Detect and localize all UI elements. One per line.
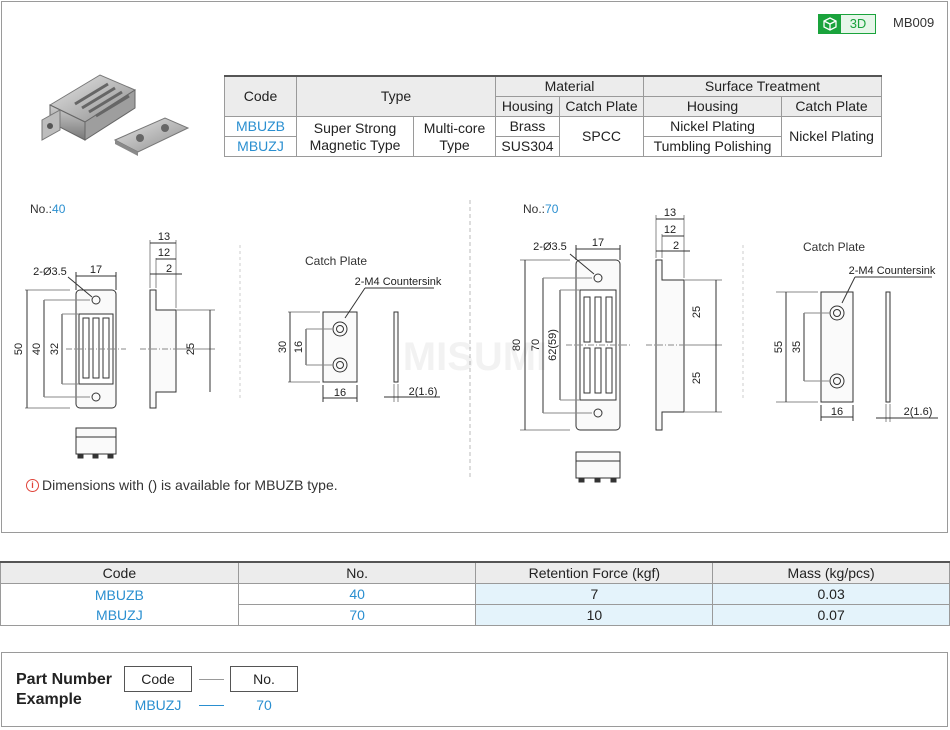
separator xyxy=(199,679,224,680)
dim-text: 35 xyxy=(791,341,803,353)
no70-value: 70 xyxy=(545,202,559,216)
dim-text: 55 xyxy=(773,341,785,353)
code-cell: MBUZB MBUZJ xyxy=(0,583,239,626)
force-cell: 10 xyxy=(475,604,714,626)
example-code-value: MBUZJ xyxy=(134,697,182,713)
product-panel xyxy=(1,1,948,533)
housing-material-brass: Brass xyxy=(495,116,560,137)
code-mbuzb[interactable]: MBUZB xyxy=(224,116,297,137)
hdr-code: Code xyxy=(224,75,297,117)
dim-text: 70 xyxy=(530,339,542,351)
hdr-housing: Housing xyxy=(495,96,560,117)
hdr-type: Type xyxy=(296,75,496,117)
hdr-surface: Surface Treatment xyxy=(643,75,882,97)
no70-label: No.:70 xyxy=(523,202,558,216)
no-prefix: No.: xyxy=(30,202,53,216)
dim-text: 2 xyxy=(166,263,172,275)
dim-text: 13 xyxy=(664,207,676,219)
dim-text: 25 xyxy=(691,372,703,384)
watermark: MISUMI xyxy=(403,335,547,379)
dim-text: 50 xyxy=(13,343,25,355)
dimension-note: i Dimensions with () is available for MB… xyxy=(26,477,338,493)
cube-icon xyxy=(819,15,841,33)
dim-text: 12 xyxy=(664,224,676,236)
no40-label: No.:40 xyxy=(30,202,65,216)
type-line: Super Strong xyxy=(313,119,397,136)
catch-plate-caption-70: Catch Plate xyxy=(803,240,866,254)
dim-text: 2-Ø3.5 xyxy=(533,241,567,253)
dim-text: 25 xyxy=(691,306,703,318)
performance-table: Code No. Retention Force (kgf) Mass (kg/… xyxy=(0,561,950,626)
dim-text: 16 xyxy=(831,406,843,418)
dim-text: 2-M4 Countersink xyxy=(849,265,936,277)
3d-model-button[interactable]: 3D xyxy=(818,14,876,34)
dim-text: 2-Ø3.5 xyxy=(33,266,67,278)
spec-table: Code Type Material Surface Treatment Hou… xyxy=(224,75,882,157)
code-mbuzj[interactable]: MBUZJ xyxy=(224,136,297,157)
surface-housing-1: Nickel Plating xyxy=(643,116,782,137)
dim-text: 40 xyxy=(31,343,43,355)
example-no-value: 70 xyxy=(256,697,272,713)
technical-drawing: MISUMI 17 2-Ø3.5 50 40 32 13 12 2 25 30 … xyxy=(13,200,938,483)
hdr-catch-plate: Catch Plate xyxy=(559,96,644,117)
hdr-material: Material xyxy=(495,75,644,97)
info-icon: i xyxy=(26,478,39,492)
hdr-code: Code xyxy=(0,561,239,584)
product-photo xyxy=(41,74,190,156)
code-link[interactable]: MBUZJ xyxy=(96,606,143,623)
note-text: Dimensions with () is available for MBUZ… xyxy=(42,477,338,493)
mass-cell: 0.07 xyxy=(712,604,950,626)
hdr-housing-2: Housing xyxy=(643,96,782,117)
type-line: Type xyxy=(439,136,470,153)
separator xyxy=(199,705,224,706)
example-no-box: No. xyxy=(230,666,298,692)
dim-text: 30 xyxy=(277,341,289,353)
example-title-line: Part Number xyxy=(16,671,113,688)
force-cell: 7 xyxy=(475,583,714,605)
housing-material-sus: SUS304 xyxy=(495,136,560,157)
example-title: Part Number Example xyxy=(16,670,112,710)
no-prefix: No.: xyxy=(523,202,546,216)
code-link[interactable]: MBUZB xyxy=(94,586,144,603)
no40-value: 40 xyxy=(52,202,66,216)
dim-text: 2(1.6) xyxy=(409,386,438,398)
example-code-box: Code xyxy=(124,666,192,692)
dim-text: 16 xyxy=(293,341,305,353)
type-multi-core: Multi-core Type xyxy=(413,116,496,157)
dim-text: 62(59) xyxy=(547,329,559,361)
dim-text: 25 xyxy=(185,343,197,355)
dim-text: 17 xyxy=(592,237,604,249)
dim-text: 32 xyxy=(49,343,61,355)
hdr-mass: Mass (kg/pcs) xyxy=(712,561,950,584)
dim-text: 13 xyxy=(158,231,170,243)
no-cell[interactable]: 70 xyxy=(237,604,477,626)
dim-text: 12 xyxy=(158,247,170,259)
hdr-force: Retention Force (kgf) xyxy=(475,561,714,584)
no-cell[interactable]: 40 xyxy=(237,583,477,605)
type-line: Magnetic Type xyxy=(309,136,401,153)
type-line: Multi-core xyxy=(423,119,486,136)
dim-text: 17 xyxy=(90,264,102,276)
part-number-example: Part Number Example Code No. MBUZJ 70 xyxy=(1,652,948,727)
example-title-line: Example xyxy=(16,691,82,708)
3d-label: 3D xyxy=(849,16,867,31)
mass-cell: 0.03 xyxy=(712,583,950,605)
surface-catch: Nickel Plating xyxy=(781,116,882,157)
surface-housing-2: Tumbling Polishing xyxy=(643,136,782,157)
dim-text: 80 xyxy=(511,339,523,351)
dim-text: 2-M4 Countersink xyxy=(355,276,442,288)
catch-material: SPCC xyxy=(559,116,644,157)
dim-text: 2(1.6) xyxy=(904,406,933,418)
series-code: MB009 xyxy=(893,15,935,30)
catch-plate-caption-40: Catch Plate xyxy=(305,254,368,268)
type-super-strong: Super Strong Magnetic Type xyxy=(295,116,415,157)
hdr-catch-plate-2: Catch Plate xyxy=(781,96,882,117)
dim-text: 2 xyxy=(673,240,679,252)
dim-text: 16 xyxy=(334,387,346,399)
hdr-no: No. xyxy=(237,561,477,584)
